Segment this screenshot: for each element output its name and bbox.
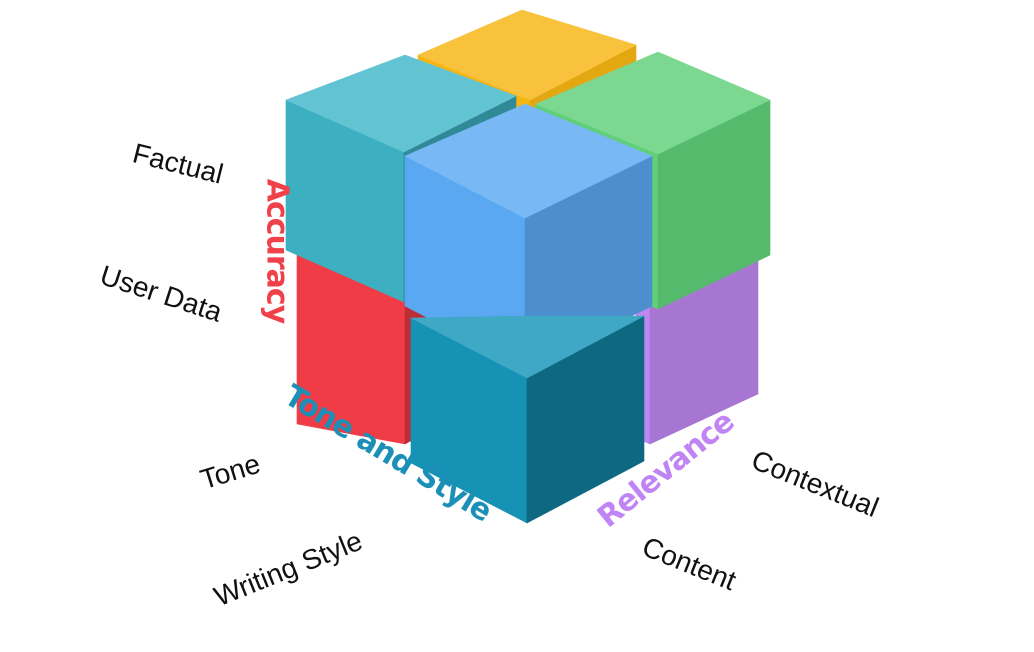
cubelet-right-top-top-face: [535, 51, 771, 155]
cubelet-front-bottom-top-face: [410, 315, 645, 379]
cubelet-left-top-top-face: [285, 54, 517, 153]
cubelet-back-top-top-face: [417, 9, 637, 101]
cubelet-front-top-top-face: [404, 103, 653, 219]
axis-title-accuracy: Accuracy: [259, 178, 295, 324]
